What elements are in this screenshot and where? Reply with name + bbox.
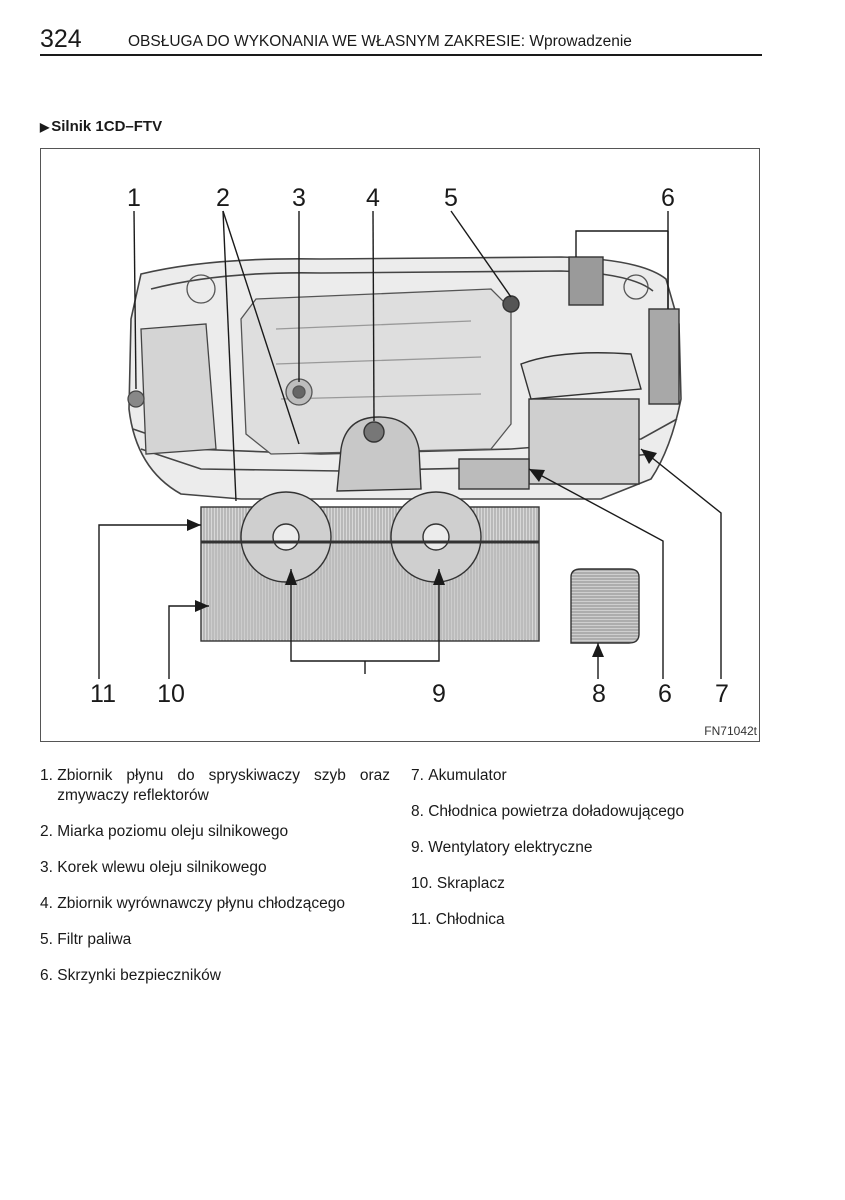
washer-reservoir bbox=[127, 323, 217, 455]
callout-3: 3 bbox=[292, 184, 306, 212]
page-header: 324 OBSŁUGA DO WYKONANIA WE WŁASNYM ZAKR… bbox=[40, 26, 762, 56]
legend-left-column: 1. Zbiornik płynu do spryskiwaczy szyb o… bbox=[40, 766, 390, 1002]
legend-item: 10. Skraplacz bbox=[411, 875, 505, 892]
legend-item: 4. Zbiornik wyrównawczy płynu chłodząceg… bbox=[40, 895, 345, 912]
triangle-marker-icon: ▶ bbox=[40, 120, 50, 134]
engine-bay-drawing: 1 2 3 4 5 6 11 10 9 8 6 7 FN71042t bbox=[90, 184, 758, 738]
callout-6-top: 6 bbox=[661, 184, 675, 212]
legend-item: 1. Zbiornik płynu do spryskiwaczy szyb o… bbox=[40, 767, 390, 804]
legend-item: 3. Korek wlewu oleju silnikowego bbox=[40, 859, 267, 876]
radiator-assembly bbox=[200, 491, 540, 642]
legend-right-column: 7. Akumulator 8. Chłodnica powietrza doł… bbox=[411, 766, 751, 946]
legend-item: 6. Skrzynki bezpieczników bbox=[40, 967, 221, 984]
section-title-text: Silnik 1CD–FTV bbox=[51, 118, 163, 135]
legend-item: 11. Chłodnica bbox=[411, 911, 505, 928]
callout-8: 8 bbox=[592, 680, 606, 708]
callout-2: 2 bbox=[216, 184, 230, 212]
callout-5: 5 bbox=[444, 184, 458, 212]
coolant-reservoir bbox=[336, 416, 422, 492]
legend-item: 5. Filtr paliwa bbox=[40, 931, 132, 948]
callout-leader-lines bbox=[98, 210, 722, 679]
callout-10: 10 bbox=[157, 680, 185, 708]
intercooler bbox=[570, 568, 640, 644]
callout-arrowheads bbox=[187, 449, 657, 657]
page-number: 324 bbox=[40, 25, 82, 53]
legend-item: 2. Miarka poziomu oleju silnikowego bbox=[40, 823, 289, 840]
callout-11: 11 bbox=[90, 680, 116, 708]
callout-9: 9 bbox=[432, 680, 446, 708]
legend-item: 9. Wentylatory elektryczne bbox=[411, 839, 593, 856]
callout-7: 7 bbox=[715, 680, 729, 708]
legend-item: 7. Akumulator bbox=[411, 767, 507, 784]
callout-6-bottom: 6 bbox=[658, 680, 672, 708]
engine-bay-figure: 1 2 3 4 5 6 11 10 9 8 6 7 FN71042t bbox=[40, 148, 760, 742]
figure-code: FN71042t bbox=[704, 724, 757, 738]
callout-4: 4 bbox=[366, 184, 380, 212]
battery-and-fuse-box bbox=[458, 256, 680, 490]
legend-item: 8. Chłodnica powietrza doładowującego bbox=[411, 803, 685, 820]
chapter-title: OBSŁUGA DO WYKONANIA WE WŁASNYM ZAKRESIE… bbox=[128, 33, 632, 50]
section-title: ▶Silnik 1CD–FTV bbox=[40, 118, 162, 136]
callout-1: 1 bbox=[127, 184, 141, 212]
